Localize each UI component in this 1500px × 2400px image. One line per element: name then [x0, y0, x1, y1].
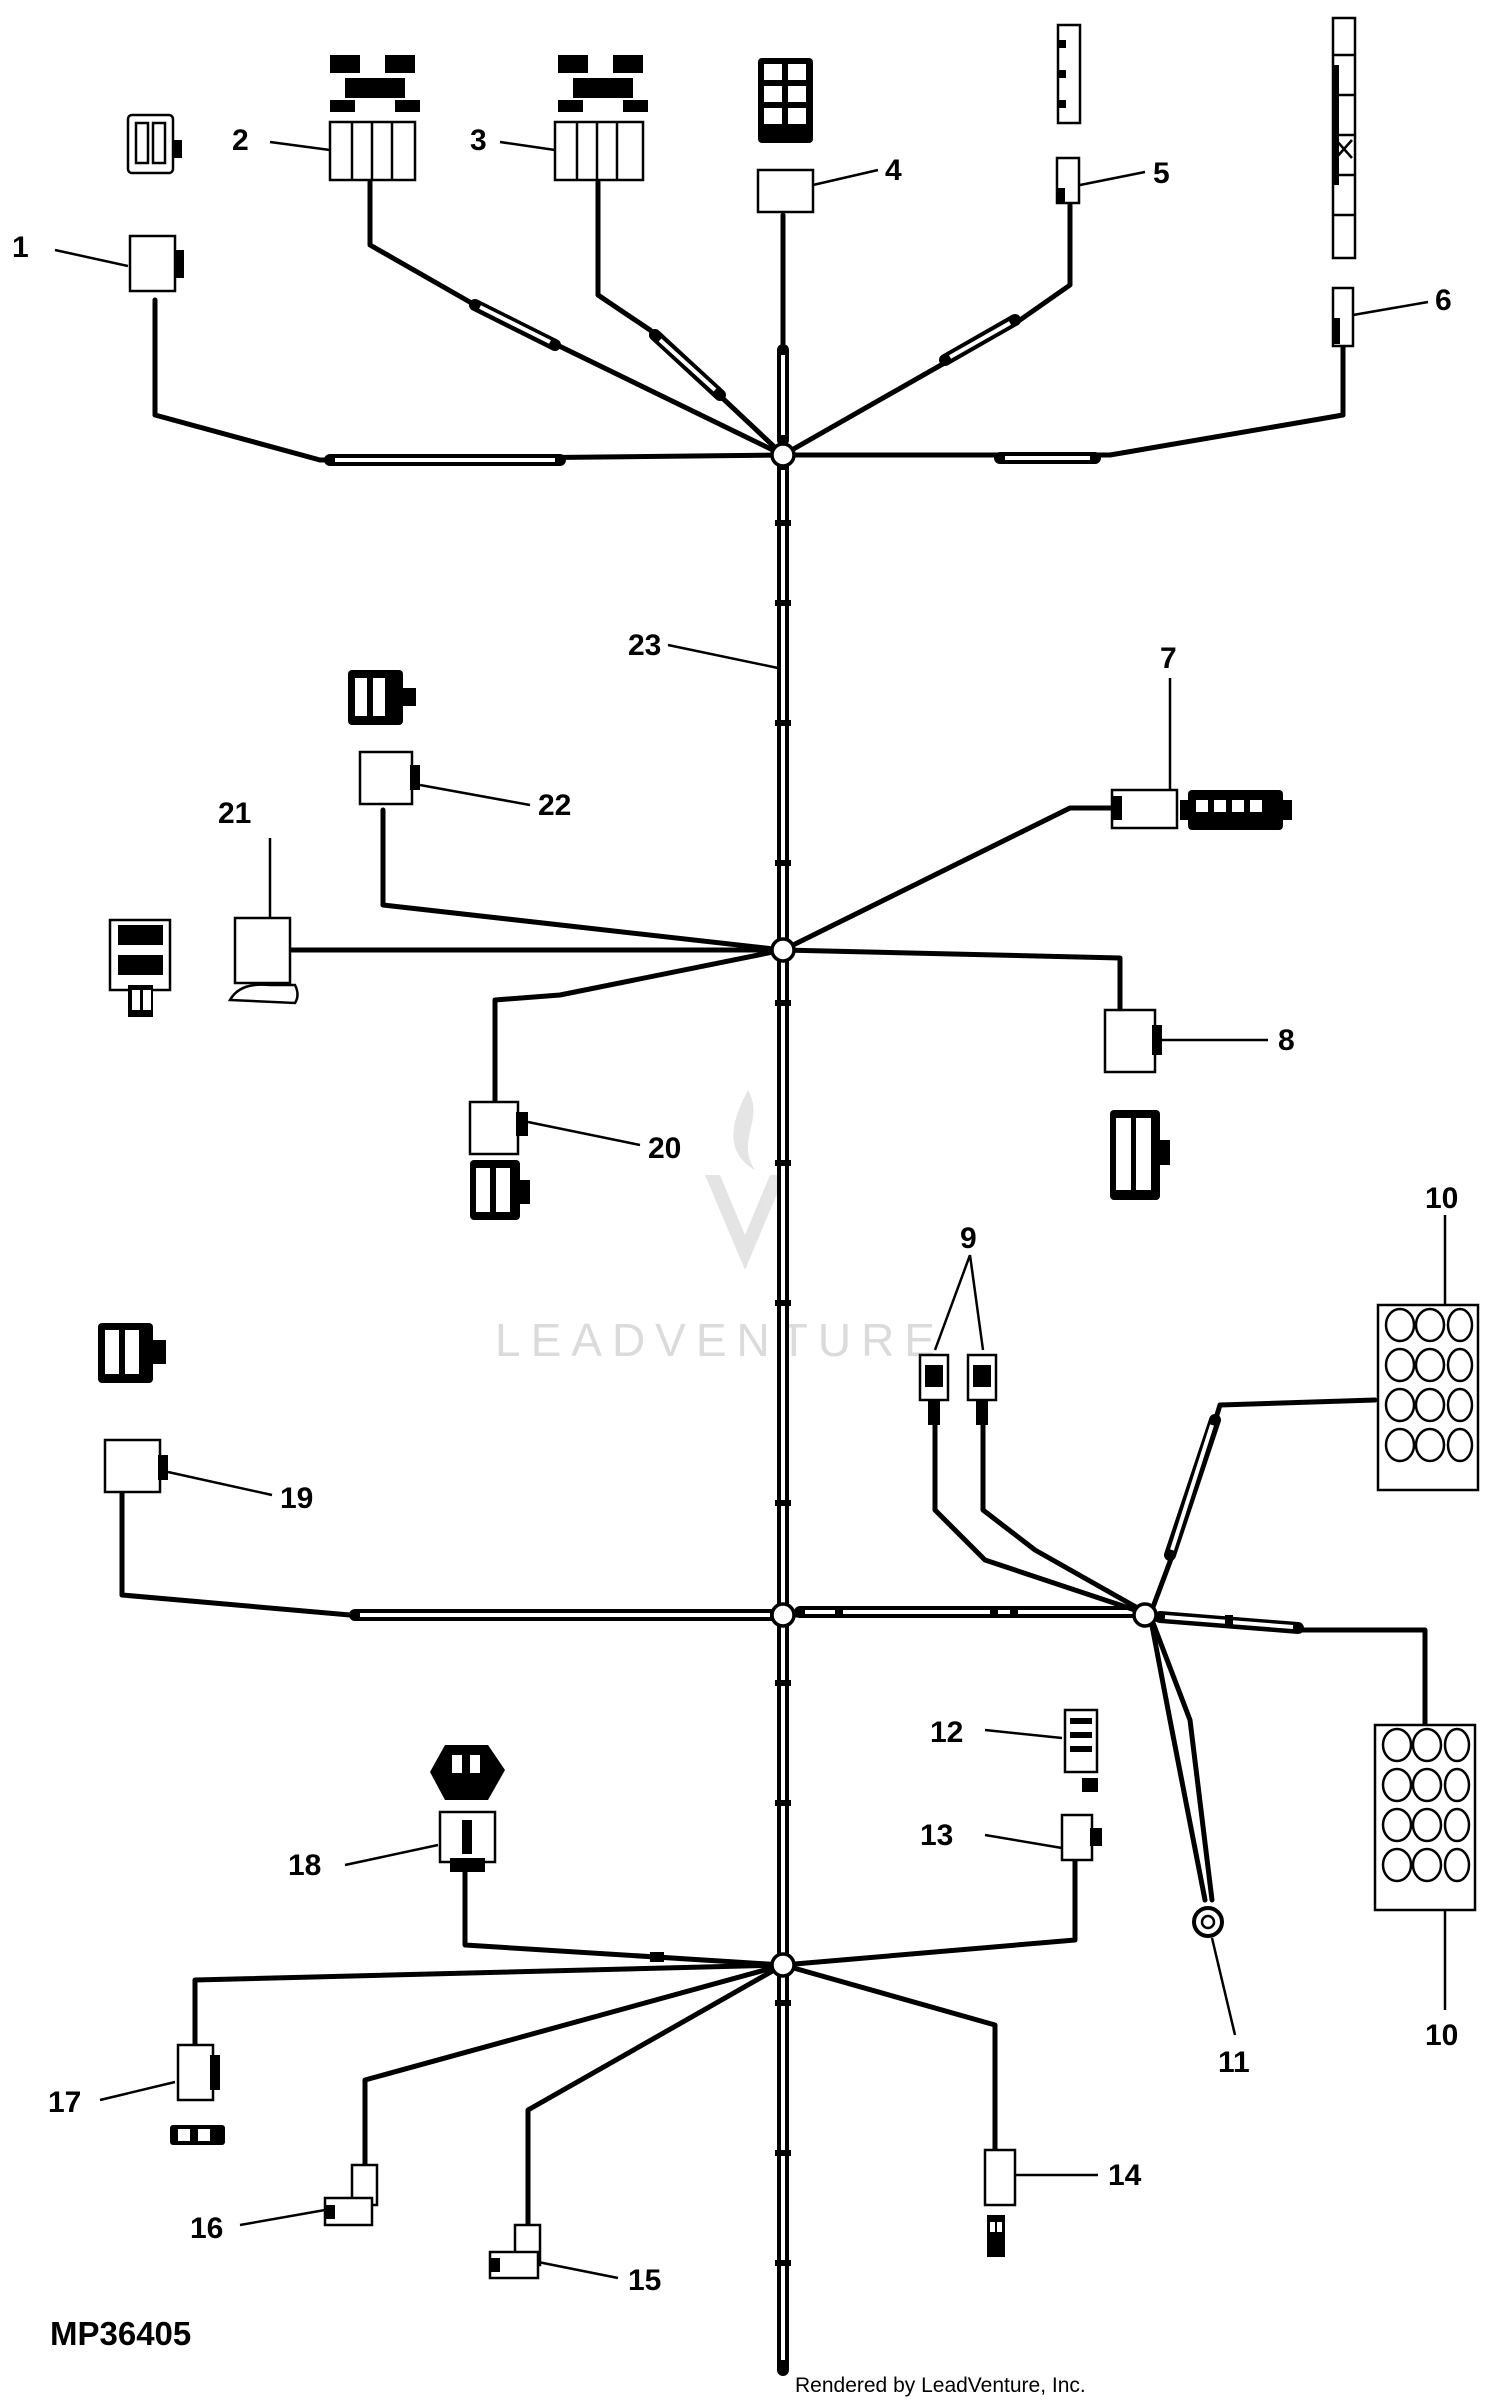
callout-1: 1 — [12, 231, 29, 264]
callout-10-lower: 10 — [1425, 2019, 1458, 2052]
connector-7 — [1110, 788, 1292, 830]
connector-18 — [430, 1745, 505, 1872]
figure-id: MP36405 — [50, 2315, 191, 2352]
callout-10-upper: 10 — [1425, 1182, 1458, 1215]
connector-14 — [983, 2148, 1017, 2257]
connector-21 — [108, 916, 299, 1017]
connector-1 — [126, 113, 184, 293]
connector-22 — [348, 670, 420, 806]
connector-19 — [98, 1323, 168, 1494]
connector-16 — [323, 2163, 379, 2227]
leader-23 — [667, 643, 779, 670]
connector-15 — [488, 2223, 542, 2280]
callout-16: 16 — [190, 2212, 223, 2245]
watermark-text: LEADVENTURE — [495, 1314, 945, 1366]
connector-20 — [468, 1100, 530, 1220]
top-branch-wires — [152, 179, 1346, 468]
callout-17: 17 — [48, 2086, 81, 2119]
callout-22: 22 — [538, 789, 571, 822]
connector-10-upper — [1376, 1303, 1480, 1492]
leader-5 — [1079, 170, 1146, 187]
connector-4 — [756, 58, 815, 214]
lower-middle-branch-wires — [119, 1397, 1428, 1903]
leader-6 — [1352, 300, 1429, 317]
leader-3 — [499, 140, 556, 152]
connector-17 — [170, 2043, 225, 2145]
callout-11: 11 — [1218, 2046, 1250, 2079]
callout-6: 6 — [1435, 284, 1452, 317]
leader-11 — [1210, 1937, 1237, 2036]
leader-2 — [269, 140, 331, 152]
ring-terminal-11 — [1192, 1906, 1224, 1938]
connector-8 — [1103, 1008, 1170, 1200]
leader-4 — [812, 168, 879, 187]
callout-14: 14 — [1108, 2159, 1142, 2192]
connector-3 — [553, 55, 648, 182]
callout-4: 4 — [885, 154, 902, 187]
connector-9 — [918, 1353, 998, 1425]
leader-17 — [99, 2080, 176, 2102]
callout-13: 13 — [920, 1819, 953, 1852]
connector-10-lower — [1373, 1723, 1477, 1912]
leader-16 — [239, 2208, 326, 2227]
callout-15: 15 — [628, 2264, 661, 2297]
main-trunk-23 — [775, 449, 791, 2376]
middle-branch-wires — [287, 805, 1123, 1108]
callout-2: 2 — [232, 124, 249, 157]
callout-23: 23 — [628, 629, 661, 662]
callout-5: 5 — [1153, 157, 1170, 190]
callout-19: 19 — [280, 1482, 313, 1515]
callout-8: 8 — [1278, 1024, 1295, 1057]
callout-labels: 1 2 3 4 5 6 23 7 22 21 8 20 9 10 19 12 1… — [12, 124, 1458, 2297]
connector-2 — [328, 55, 420, 182]
connector-6 — [1331, 16, 1357, 348]
leader-20 — [527, 1120, 641, 1147]
connector-12 — [1063, 1708, 1099, 1792]
callout-9: 9 — [960, 1222, 977, 1255]
connector-5 — [1055, 23, 1082, 205]
callout-3: 3 — [470, 124, 487, 157]
leader-9 — [933, 1254, 985, 1351]
leader-1 — [54, 248, 129, 268]
bottom-branch-wires — [192, 1852, 1078, 2233]
watermark: LEADVENTURE — [495, 1090, 945, 1366]
leader-13 — [984, 1833, 1063, 1850]
credit-line: Rendered by LeadVenture, Inc. — [795, 2374, 1086, 2397]
callout-20: 20 — [648, 1132, 681, 1165]
leader-19 — [167, 1470, 273, 1497]
leader-15 — [537, 2260, 619, 2280]
leader-22 — [419, 783, 531, 807]
connector-13 — [1060, 1813, 1102, 1862]
leader-12 — [984, 1728, 1063, 1740]
callout-7: 7 — [1160, 642, 1177, 675]
callout-18: 18 — [288, 1849, 321, 1882]
callout-12: 12 — [930, 1716, 963, 1749]
leader-18 — [344, 1843, 439, 1867]
callout-21: 21 — [218, 797, 251, 830]
